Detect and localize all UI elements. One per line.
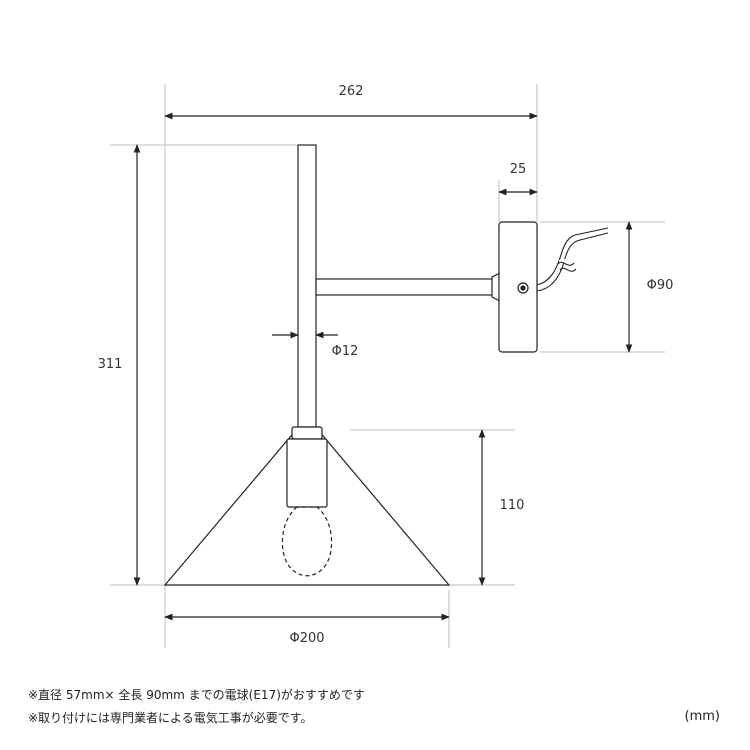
dimension-lines [133,112,633,621]
shade-height-label: 110 [500,498,525,513]
bulb-outline [281,506,333,577]
vertical-pipe [297,144,317,428]
horizontal-arm [315,278,497,296]
width-total-label: 262 [339,84,364,99]
base-diameter-label: Φ90 [647,278,674,293]
power-cord [536,227,609,292]
height-total-label: 311 [98,357,123,372]
shade-diameter-label: Φ200 [289,631,324,646]
pipe-diameter-label: Φ12 [332,344,359,359]
bracket-depth-label: 25 [510,162,527,177]
unit-label: (mm) [684,709,720,724]
socket-collar [291,426,323,440]
note-installation-requirement: ※取り付けには専門業者による電気工事が必要です。 [28,711,313,725]
lamp-outline [163,144,538,586]
note-bulb-recommendation: ※直径 57mm× 全長 90mm までの電球(E17)がおすすめです [28,688,365,702]
socket [286,438,328,508]
